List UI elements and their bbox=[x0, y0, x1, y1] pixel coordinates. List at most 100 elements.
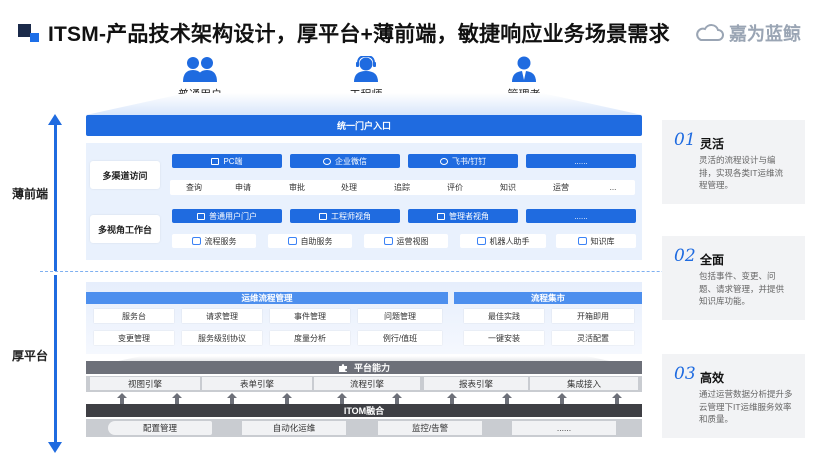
service-robot: 机器人助手 bbox=[460, 234, 546, 248]
action-tag: 申请 bbox=[235, 183, 251, 192]
page-title: ITSM-产品技术架构设计，厚平台+薄前端，敏捷响应业务场景需求 bbox=[48, 23, 670, 46]
monitor-icon bbox=[211, 157, 220, 165]
service-self: 自助服务 bbox=[268, 234, 352, 248]
feature-card-comprehensive: 02 全面 包括事件、变更、问题、请求管理，并提供知识库功能。 bbox=[662, 236, 805, 320]
channel-wecom: 企业微信 bbox=[290, 154, 400, 168]
action-tag: 审批 bbox=[289, 183, 305, 192]
feature-card-efficient: 03 高效 通过运营数据分析提升多云管理下IT运维服务效率和质量。 bbox=[662, 354, 805, 438]
itom-cell: 监控/告警 bbox=[378, 421, 482, 435]
up-arrow-icon bbox=[502, 393, 512, 404]
card-number: 01 bbox=[674, 130, 696, 150]
ops-cell: 服务台 bbox=[94, 309, 174, 323]
view-manager: 管理者视角 bbox=[408, 209, 518, 223]
engine-cell: 流程引擎 bbox=[314, 377, 420, 390]
view-engineer: 工程师视角 bbox=[290, 209, 400, 223]
ops-cell: 度量分析 bbox=[270, 331, 350, 345]
action-strip bbox=[170, 180, 635, 195]
arrow-down-icon bbox=[48, 442, 62, 453]
market-cell: 一键安装 bbox=[464, 331, 544, 345]
ops-cell: 变更管理 bbox=[94, 331, 174, 345]
card-title: 全面 bbox=[700, 253, 725, 267]
up-arrow-icon bbox=[337, 393, 347, 404]
market-cell: 最佳实践 bbox=[464, 309, 544, 323]
market-cell: 灵活配置 bbox=[552, 331, 634, 345]
card-description: 灵活的流程设计与编排，实现各类IT运维流程管理。 bbox=[699, 155, 784, 190]
puzzle-icon bbox=[338, 363, 347, 372]
self-service-icon bbox=[287, 237, 297, 245]
ops-cell: 问题管理 bbox=[358, 309, 442, 323]
cloud-icon bbox=[696, 24, 724, 41]
action-tag: 处理 bbox=[341, 183, 357, 192]
arrow-up-icon bbox=[48, 114, 62, 125]
up-arrow-icon bbox=[117, 393, 127, 404]
manager-icon bbox=[512, 56, 536, 82]
multi-view-workbench-label: 多视角工作台 bbox=[90, 215, 160, 243]
action-tag: 查询 bbox=[186, 183, 202, 192]
card-description: 包括事件、变更、问题、请求管理，并提供知识库功能。 bbox=[699, 271, 785, 306]
dashboard-icon bbox=[383, 237, 393, 245]
platform-capability-bar: 平台能力 bbox=[86, 361, 642, 374]
robot-icon bbox=[476, 237, 486, 245]
unified-portal-bar: 统一门户入口 bbox=[86, 115, 642, 136]
up-arrow-icon bbox=[557, 393, 567, 404]
itom-fusion-bar: ITOM融合 bbox=[86, 404, 642, 417]
window-icon bbox=[197, 212, 205, 220]
card-number: 02 bbox=[674, 246, 696, 266]
card-title: 高效 bbox=[700, 371, 725, 385]
engine-cell: 集成接入 bbox=[530, 377, 638, 390]
process-icon bbox=[191, 237, 201, 245]
engine-cell: 视图引擎 bbox=[90, 377, 200, 390]
itom-cell: 自动化运维 bbox=[242, 421, 346, 435]
action-tag: 追踪 bbox=[394, 183, 410, 192]
brand-logo: 嘉为蓝鲸 bbox=[694, 20, 801, 46]
multi-channel-label: 多渠道访问 bbox=[90, 161, 160, 189]
up-arrow-icon bbox=[172, 393, 182, 404]
title-logo-square bbox=[18, 24, 31, 37]
market-cell: 开箱即用 bbox=[552, 309, 634, 323]
action-tag: 知识 bbox=[500, 183, 516, 192]
card-title: 灵活 bbox=[700, 137, 725, 151]
up-arrow-icon bbox=[612, 393, 622, 404]
up-arrow-icon bbox=[227, 393, 237, 404]
engineer-icon bbox=[354, 56, 378, 82]
ops-cell: 事件管理 bbox=[270, 309, 350, 323]
itom-cell: ...... bbox=[512, 421, 616, 435]
itom-cell: 配置管理 bbox=[108, 421, 212, 435]
service-process: 流程服务 bbox=[172, 234, 256, 248]
side-label-thick-platform: 厚平台 bbox=[12, 349, 49, 363]
thin-front-axis bbox=[54, 124, 57, 271]
brand-name: 嘉为蓝鲸 bbox=[729, 24, 801, 44]
side-label-thin-front: 薄前端 bbox=[12, 187, 49, 201]
itom-strip bbox=[86, 419, 642, 437]
service-ops-view: 运营视图 bbox=[364, 234, 448, 248]
feature-card-flexible: 01 灵活 灵活的流程设计与编排，实现各类IT运维流程管理。 bbox=[662, 120, 805, 204]
book-icon bbox=[577, 237, 587, 245]
window-icon bbox=[437, 212, 445, 220]
up-arrow-icon bbox=[282, 393, 292, 404]
ops-cell: 服务级别协议 bbox=[182, 331, 262, 345]
engine-cell: 报表引擎 bbox=[424, 377, 528, 390]
ops-cell: 请求管理 bbox=[182, 309, 262, 323]
card-description: 通过运营数据分析提升多云管理下IT运维服务效率和质量。 bbox=[699, 389, 793, 424]
up-arrow-icon bbox=[447, 393, 457, 404]
thick-platform-axis bbox=[54, 275, 57, 445]
up-arrow-icon bbox=[392, 393, 402, 404]
app-icon bbox=[439, 157, 448, 165]
window-icon bbox=[319, 212, 327, 220]
title-logo-square-accent bbox=[30, 33, 39, 42]
channel-feishu: 飞书/钉钉 bbox=[408, 154, 518, 168]
action-tag: ... bbox=[609, 183, 617, 192]
action-tag: 运营 bbox=[553, 183, 569, 192]
view-more: ...... bbox=[526, 209, 636, 223]
ops-process-header: 运维流程管理 bbox=[86, 292, 448, 304]
channel-pc: PC端 bbox=[172, 154, 282, 168]
service-knowledge: 知识库 bbox=[556, 234, 636, 248]
action-tag: 评价 bbox=[447, 183, 463, 192]
view-normal-user: 普通用户门户 bbox=[172, 209, 282, 223]
engine-cell: 表单引擎 bbox=[202, 377, 312, 390]
channel-more: ...... bbox=[526, 154, 636, 168]
users-group-icon bbox=[183, 57, 217, 82]
portal-funnel bbox=[86, 93, 642, 115]
ops-cell: 例行/值班 bbox=[358, 331, 442, 345]
process-market-header: 流程集市 bbox=[454, 292, 642, 304]
